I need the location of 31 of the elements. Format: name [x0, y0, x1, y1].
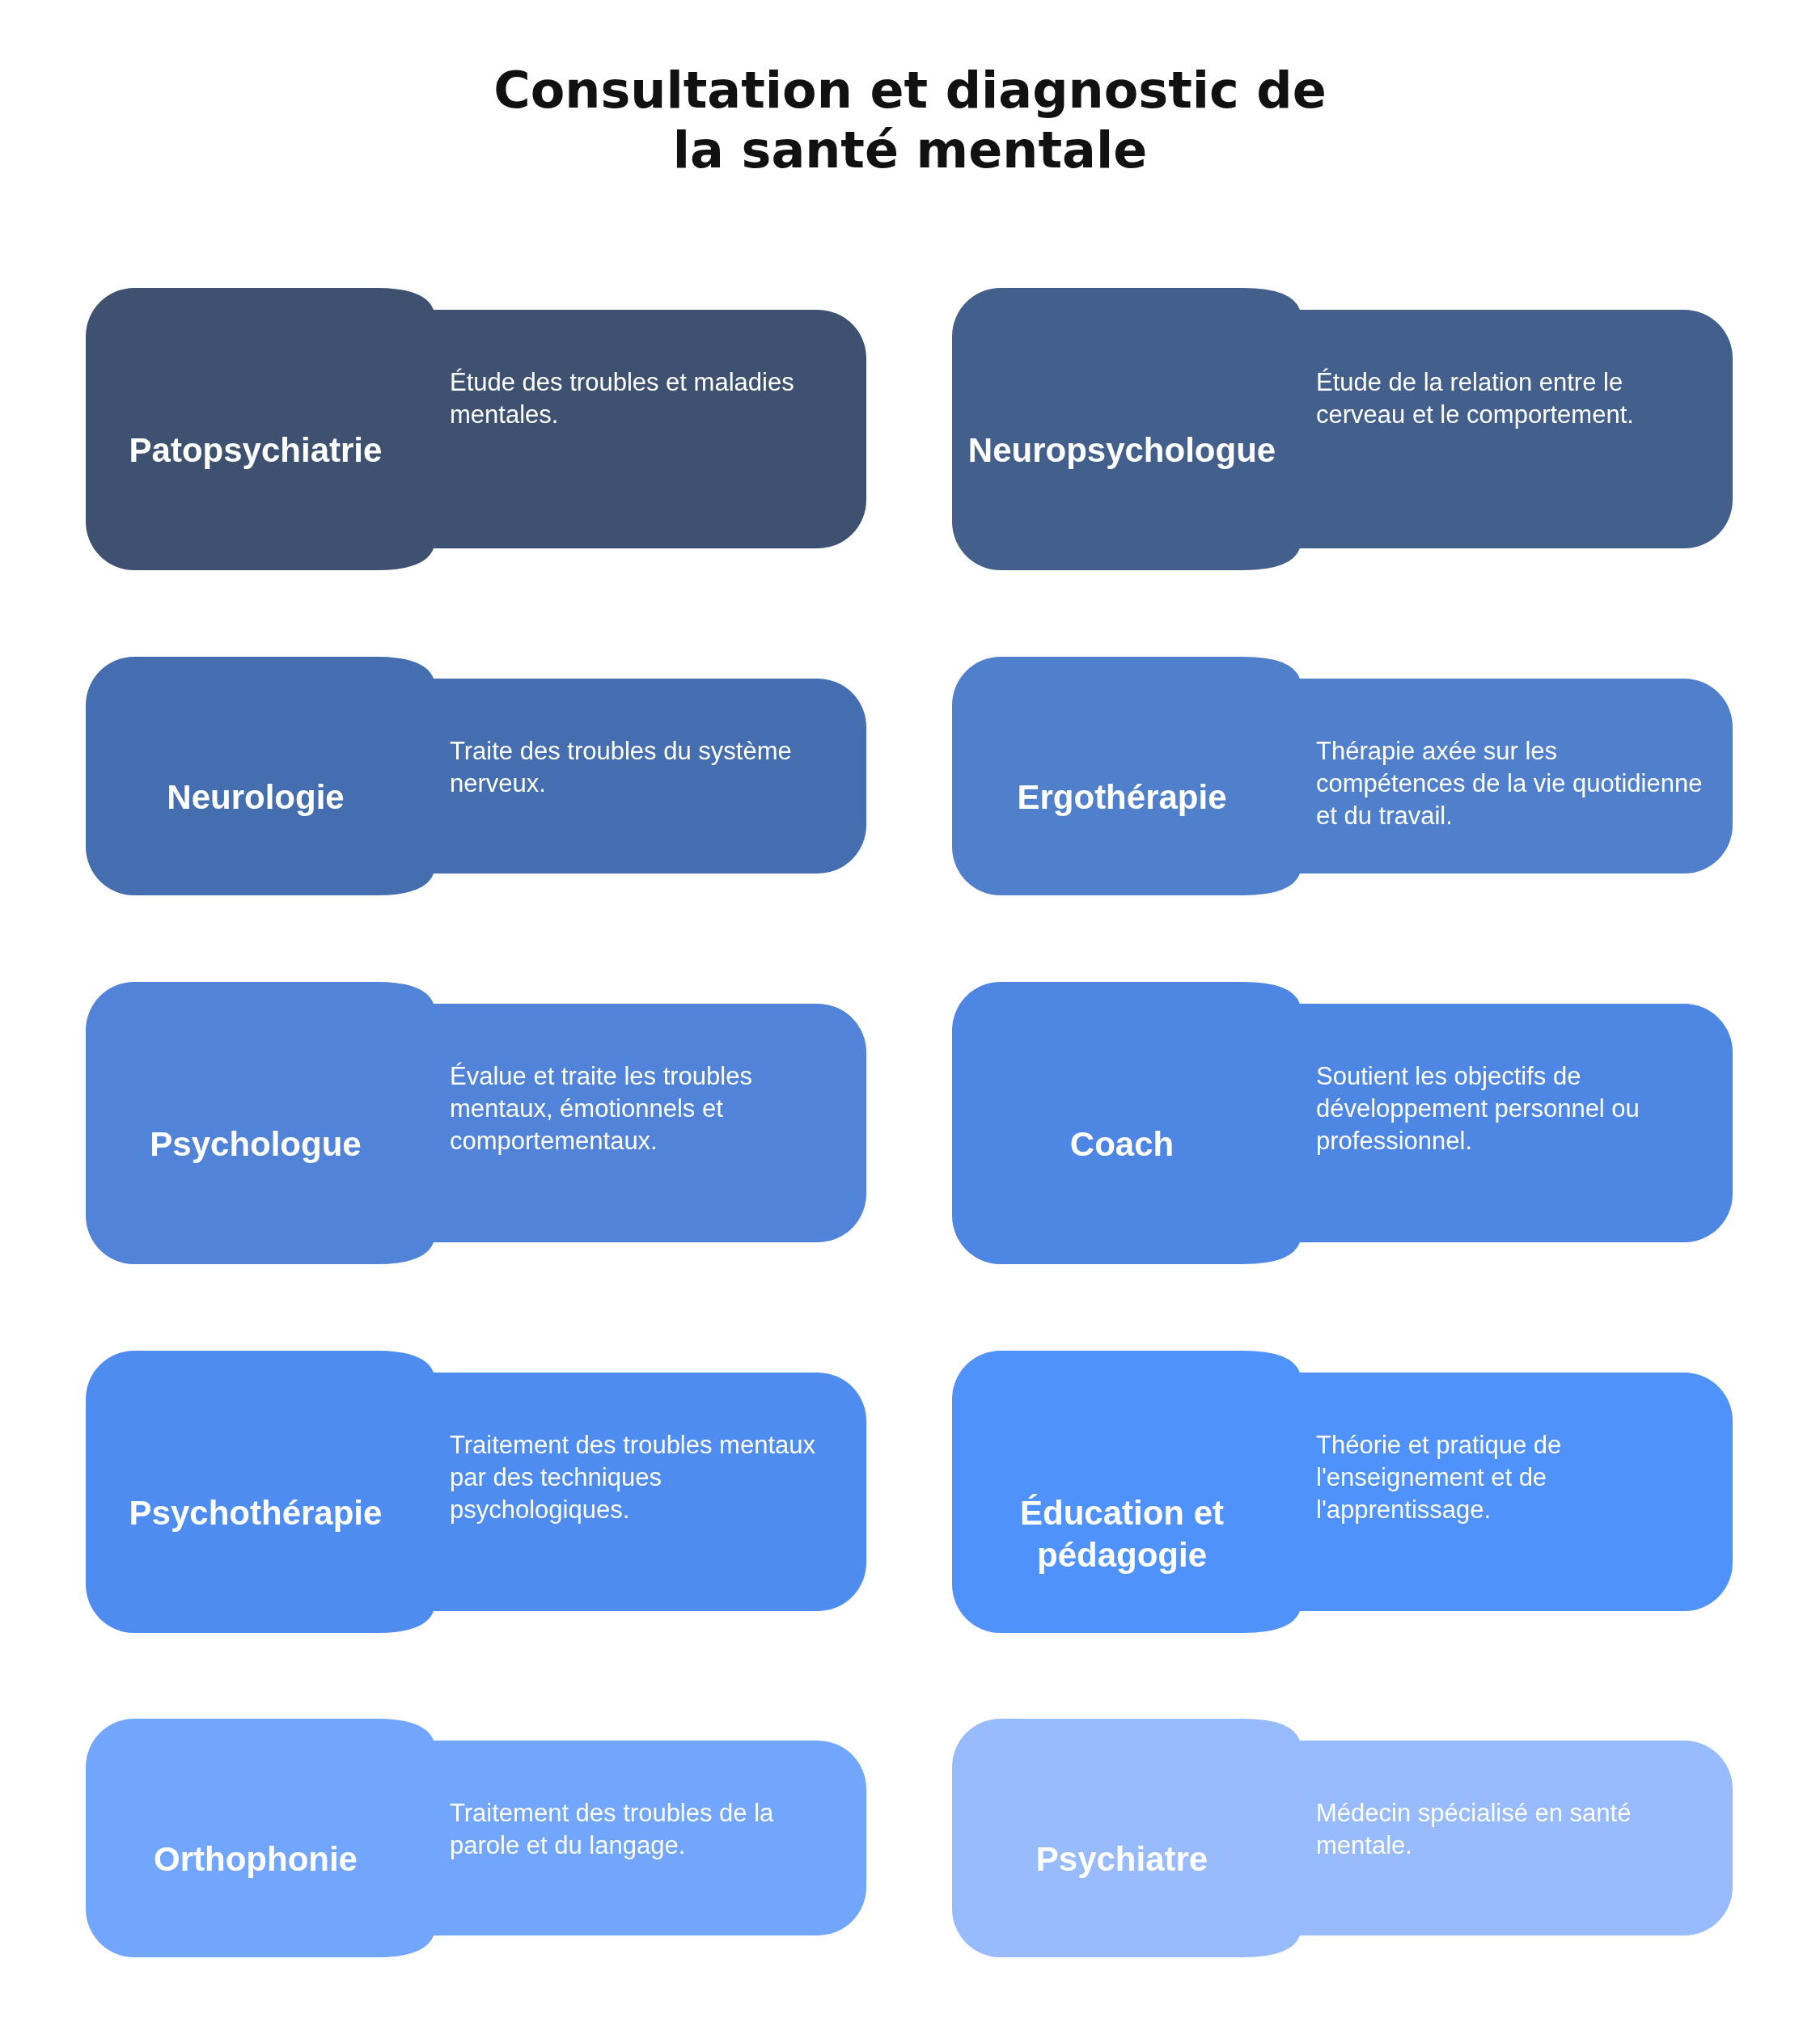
- card-heading: Patopsychiatrie: [128, 429, 383, 471]
- tab-card: [86, 982, 866, 1264]
- card-description: Traitement des troubles de la parole et du langage.: [450, 1798, 775, 1861]
- tab-card: [952, 657, 1733, 895]
- card-heading: Orthophonie: [153, 1838, 358, 1880]
- card-heading: Psychothérapie: [128, 1492, 383, 1533]
- card-description: Étude des troubles et maladies mentales.: [450, 367, 795, 430]
- tab-card: [86, 1719, 866, 1957]
- tab-card: [952, 982, 1733, 1264]
- card-description: Évalue et traite les troubles mentaux, émotionnels et comportementaux.: [450, 1061, 753, 1157]
- card-description: Traitement des troubles mentaux par des techniques psychologiques.: [450, 1430, 816, 1525]
- card-description: Thérapie axée sur les compétences de la vie quotidienne et du travail.: [1316, 736, 1704, 831]
- tab-card: [86, 288, 866, 570]
- card-heading: Ergothérapie: [1016, 776, 1228, 818]
- tab-card: [952, 288, 1733, 570]
- card-heading: Éducation et pédagogie: [1019, 1492, 1225, 1576]
- card-heading: Psychologue: [149, 1123, 362, 1165]
- card-description: Étude de la relation entre le cerveau et le comportement.: [1316, 367, 1635, 430]
- card-description: Théorie et pratique de l'enseignement et de l'apprentissage.: [1316, 1430, 1563, 1525]
- tab-card: [86, 657, 866, 895]
- tab-card: [952, 1719, 1733, 1957]
- card-description: Soutient les objectifs de développement personnel ou professionnel.: [1316, 1061, 1640, 1157]
- title: Consultation et diagnostic de la santé mentale: [493, 61, 1327, 180]
- card-heading: Coach: [1069, 1123, 1175, 1165]
- card-heading: Psychiatre: [1035, 1838, 1209, 1880]
- card-description: Traite des troubles du système nerveux.: [450, 736, 793, 799]
- tab-card: [952, 1351, 1733, 1633]
- card-heading: Neuropsychologue: [967, 429, 1277, 471]
- tab-card: [86, 1351, 866, 1633]
- card-description: Médecin spécialisé en santé mentale.: [1316, 1798, 1632, 1861]
- card-heading: Neurologie: [166, 776, 345, 818]
